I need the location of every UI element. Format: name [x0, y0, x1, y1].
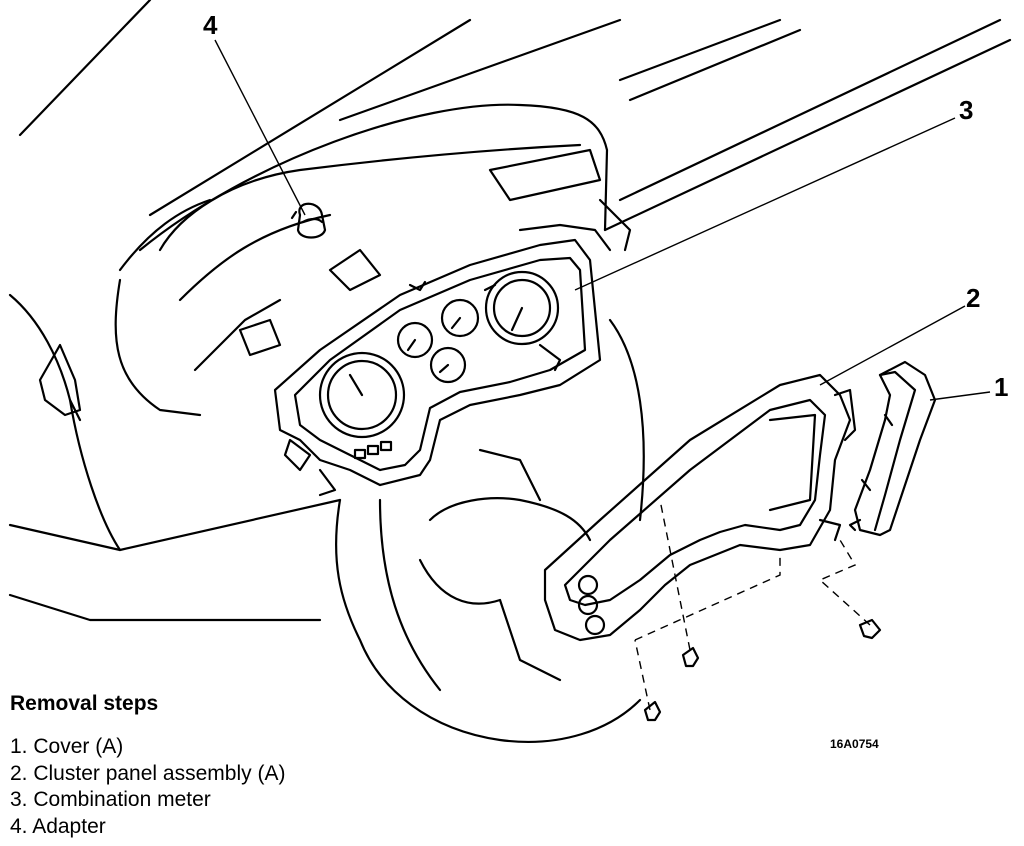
removal-step: 2. Cluster panel assembly (A) — [10, 761, 286, 785]
figure-code: 16A0754 — [830, 737, 879, 751]
callout-2: 2 — [966, 283, 981, 313]
cluster-panel-assembly — [543, 373, 857, 642]
cover-part — [848, 360, 937, 537]
removal-step: 4. Adapter — [10, 814, 106, 838]
adapter-part — [290, 202, 327, 239]
leader-line-1 — [929, 391, 991, 401]
removal-steps-list: 1. Cover (A) 2. Cluster panel assembly (… — [10, 734, 285, 840]
leader-line-2 — [819, 305, 966, 386]
dashboard-outline — [8, 0, 1012, 743]
callout-4: 4 — [203, 10, 218, 40]
alignment-lines — [634, 499, 871, 711]
removal-steps-heading: Removal steps — [10, 692, 159, 715]
callout-3: 3 — [959, 95, 974, 125]
callout-1: 1 — [994, 372, 1009, 402]
leader-line-3 — [574, 117, 956, 291]
removal-step: 1. Cover (A) — [10, 735, 124, 758]
removal-step: 3. Combination meter — [10, 788, 211, 811]
leader-line-4 — [214, 39, 306, 216]
mounting-screws — [643, 618, 882, 722]
combination-meter — [273, 238, 602, 497]
leader-lines — [214, 39, 991, 401]
